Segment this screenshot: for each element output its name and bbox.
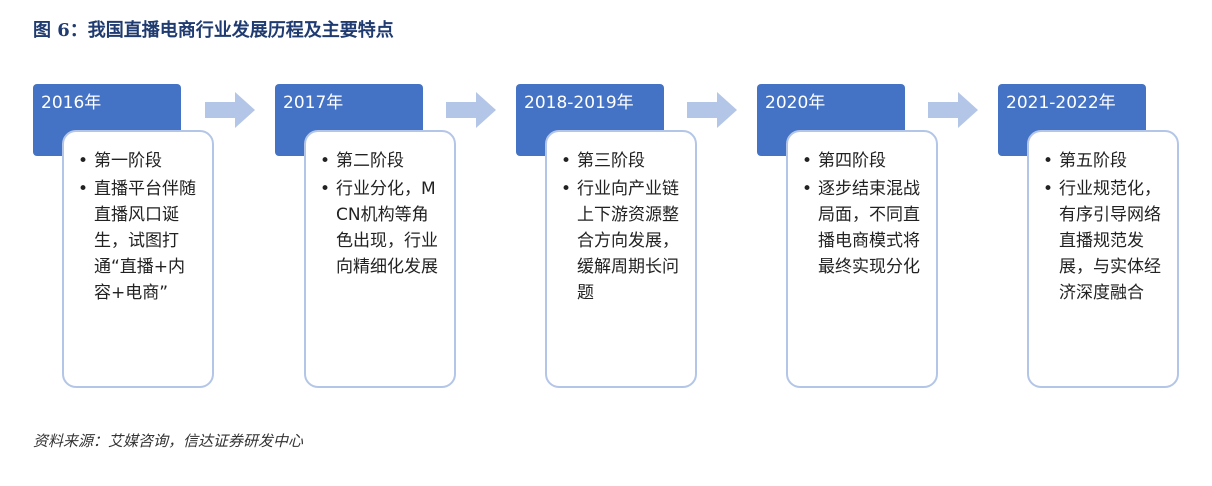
- phase-label: 第一阶段: [94, 151, 162, 171]
- description-text: 直播平台伴随直播风口诞生，试图打通“直播+内容+电商”: [94, 179, 196, 303]
- phase-label: 第二阶段: [336, 151, 404, 171]
- description-text: 逐步结束混战局面，不同直播电商模式将最终实现分化: [818, 179, 920, 277]
- phase-item: • 第三阶段: [559, 148, 691, 174]
- bullet-dot-icon: •: [78, 151, 89, 171]
- arrow-right-icon: [928, 92, 978, 128]
- bullet-dot-icon: •: [561, 179, 572, 199]
- stage-card: • 第三阶段 • 行业向产业链上下游资源整合方向发展，缓解周期长问题: [545, 130, 697, 388]
- phase-item: • 第一阶段: [76, 148, 208, 174]
- phase-label: 第三阶段: [577, 151, 645, 171]
- description-item: • 直播平台伴随直播风口诞生，试图打通“直播+内容+电商”: [76, 176, 208, 306]
- description-item: • 逐步结束混战局面，不同直播电商模式将最终实现分化: [800, 176, 932, 280]
- bullet-dot-icon: •: [78, 179, 89, 199]
- phase-item: • 第四阶段: [800, 148, 932, 174]
- description-item: • 行业分化，MCN机构等角色出现，行业向精细化发展: [318, 176, 450, 280]
- arrow-right-icon: [205, 92, 255, 128]
- arrow-right-icon: [446, 92, 496, 128]
- description-item: • 行业规范化，有序引导网络直播规范发展，与实体经济深度融合: [1041, 176, 1173, 306]
- bullet-dot-icon: •: [802, 151, 813, 171]
- phase-item: • 第五阶段: [1041, 148, 1173, 174]
- figure-title: 图 6：我国直播电商行业发展历程及主要特点: [33, 20, 394, 41]
- phase-label: 第四阶段: [818, 151, 886, 171]
- stage-card: • 第五阶段 • 行业规范化，有序引导网络直播规范发展，与实体经济深度融合: [1027, 130, 1179, 388]
- description-text: 行业向产业链上下游资源整合方向发展，缓解周期长问题: [577, 179, 679, 303]
- source-note: 资料来源：艾媒咨询，信达证券研发中心: [33, 432, 304, 450]
- stage-card: • 第二阶段 • 行业分化，MCN机构等角色出现，行业向精细化发展: [304, 130, 456, 388]
- description-text: 行业规范化，有序引导网络直播规范发展，与实体经济深度融合: [1059, 179, 1161, 303]
- description-text: 行业分化，MCN机构等角色出现，行业向精细化发展: [336, 179, 438, 277]
- stage-card: • 第四阶段 • 逐步结束混战局面，不同直播电商模式将最终实现分化: [786, 130, 938, 388]
- bullet-dot-icon: •: [320, 179, 331, 199]
- bullet-dot-icon: •: [1043, 151, 1054, 171]
- bullet-dot-icon: •: [802, 179, 813, 199]
- bullet-dot-icon: •: [1043, 179, 1054, 199]
- bullet-dot-icon: •: [561, 151, 572, 171]
- phase-label: 第五阶段: [1059, 151, 1127, 171]
- description-item: • 行业向产业链上下游资源整合方向发展，缓解周期长问题: [559, 176, 691, 306]
- bullet-dot-icon: •: [320, 151, 331, 171]
- stage-card: • 第一阶段 • 直播平台伴随直播风口诞生，试图打通“直播+内容+电商”: [62, 130, 214, 388]
- arrow-right-icon: [687, 92, 737, 128]
- phase-item: • 第二阶段: [318, 148, 450, 174]
